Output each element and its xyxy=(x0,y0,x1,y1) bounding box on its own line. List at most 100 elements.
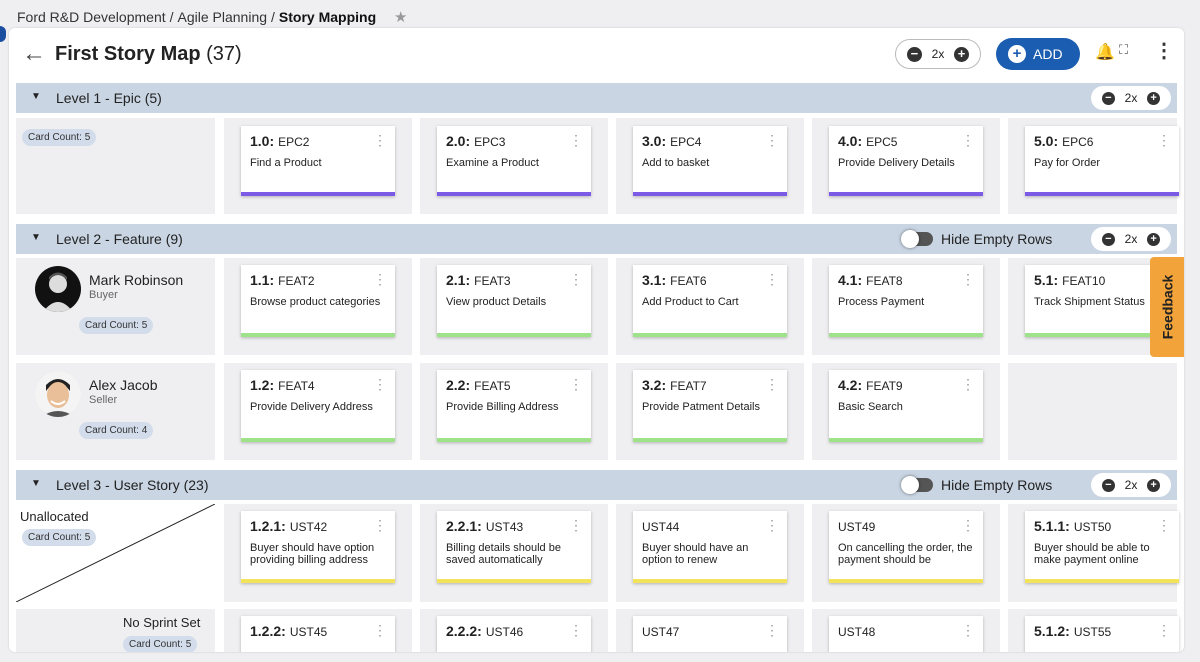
zoom-out-icon[interactable]: − xyxy=(1101,232,1115,246)
collapse-caret-icon[interactable]: ▼ xyxy=(31,478,41,489)
card-menu-icon[interactable]: ⋮ xyxy=(569,376,583,392)
card-number: 2.2.1:UST43 xyxy=(446,518,523,534)
map-count: (37) xyxy=(206,43,242,65)
toggle-switch[interactable] xyxy=(901,476,933,494)
story-map-panel: ← First Story Map (37) − 2x + +ADD 🔔 ⛶ ⋮… xyxy=(9,28,1184,652)
persona-row-alex: Alex Jacob Seller Card Count: 4 xyxy=(16,363,215,460)
story-card[interactable]: UST49⋮On cancelling the order, the payme… xyxy=(829,511,983,583)
back-arrow-icon[interactable]: ← xyxy=(22,40,46,67)
story-card[interactable]: UST48⋮ xyxy=(829,616,983,652)
level3-header[interactable]: ▼ Level 3 - User Story (23) Hide Empty R… xyxy=(16,470,1177,500)
level2-label: Level 2 - Feature (9) xyxy=(56,231,183,247)
card-menu-icon[interactable]: ⋮ xyxy=(961,271,975,287)
card-menu-icon[interactable]: ⋮ xyxy=(373,132,387,148)
collapse-caret-icon[interactable]: ▼ xyxy=(31,232,41,243)
zoom-value: 2x xyxy=(1124,232,1138,246)
card-menu-icon[interactable]: ⋮ xyxy=(1157,132,1171,148)
hide-empty-rows-toggle[interactable]: Hide Empty Rows xyxy=(901,476,1052,494)
card-menu-icon[interactable]: ⋮ xyxy=(961,132,975,148)
card-menu-icon[interactable]: ⋮ xyxy=(569,271,583,287)
zoom-out-icon[interactable]: − xyxy=(1101,91,1115,105)
card-title: Buyer should be able to make payment onl… xyxy=(1034,542,1150,566)
card-menu-icon[interactable]: ⋮ xyxy=(1157,622,1171,638)
story-card[interactable]: 1.0:EPC2⋮Find a Product xyxy=(241,126,395,196)
story-card[interactable]: 2.2.1:UST43⋮Billing details should be sa… xyxy=(437,511,591,583)
star-icon[interactable]: ★ xyxy=(394,9,408,26)
card-menu-icon[interactable]: ⋮ xyxy=(569,132,583,148)
story-card[interactable]: 1.1:FEAT2 ⋮ Browse product categories xyxy=(241,265,395,337)
breadcrumb-org[interactable]: Ford R&D Development xyxy=(17,9,166,25)
add-button[interactable]: +ADD xyxy=(996,38,1080,70)
zoom-out-icon[interactable]: − xyxy=(906,46,922,62)
card-menu-icon[interactable]: ⋮ xyxy=(961,517,975,533)
story-card[interactable]: 5.0:EPC6⋮Pay for Order xyxy=(1025,126,1179,196)
breadcrumb-project[interactable]: Agile Planning xyxy=(177,9,268,25)
story-card[interactable]: UST44⋮Buyer should have an option to ren… xyxy=(633,511,787,583)
story-card[interactable]: 4.2:FEAT9⋮Basic Search xyxy=(829,370,983,442)
card-menu-icon[interactable]: ⋮ xyxy=(765,376,779,392)
fullscreen-icon[interactable]: ⛶ xyxy=(1119,42,1129,57)
card-index: 4.0: xyxy=(838,133,863,149)
zoom-out-icon[interactable]: − xyxy=(1101,478,1115,492)
card-title: Track Shipment Status xyxy=(1034,296,1145,308)
card-number: 2.2:FEAT5 xyxy=(446,377,511,393)
card-title: Process Payment xyxy=(838,296,925,308)
card-menu-icon[interactable]: ⋮ xyxy=(765,271,779,287)
card-id: UST44 xyxy=(642,520,680,534)
card-number: 5.1.2:UST55 xyxy=(1034,623,1111,639)
card-menu-icon[interactable]: ⋮ xyxy=(373,271,387,287)
card-title: On cancelling the order, the payment sho… xyxy=(838,542,973,566)
persona-name: Mark Robinson xyxy=(89,272,184,288)
zoom-in-icon[interactable]: + xyxy=(1147,478,1161,492)
card-color-bar xyxy=(633,438,787,442)
story-card[interactable]: 3.2:FEAT7⋮Provide Patment Details xyxy=(633,370,787,442)
card-title: Pay for Order xyxy=(1034,157,1101,169)
story-card[interactable]: 4.0:EPC5⋮Provide Delivery Details xyxy=(829,126,983,196)
card-menu-icon[interactable]: ⋮ xyxy=(373,517,387,533)
bell-icon[interactable]: 🔔 xyxy=(1095,44,1115,61)
zoom-in-icon[interactable]: + xyxy=(1147,232,1161,246)
card-menu-icon[interactable]: ⋮ xyxy=(961,622,975,638)
more-options-icon[interactable]: ⋮ xyxy=(1154,40,1174,62)
card-menu-icon[interactable]: ⋮ xyxy=(1157,517,1171,533)
story-card[interactable]: UST47⋮ xyxy=(633,616,787,652)
card-menu-icon[interactable]: ⋮ xyxy=(569,517,583,533)
card-menu-icon[interactable]: ⋮ xyxy=(961,376,975,392)
card-menu-icon[interactable]: ⋮ xyxy=(373,376,387,392)
story-card[interactable]: 2.2.2:UST46 ⋮ xyxy=(437,616,591,652)
story-card[interactable]: 2.2:FEAT5⋮Provide Billing Address xyxy=(437,370,591,442)
level1-header[interactable]: ▼ Level 1 - Epic (5) − 2x + xyxy=(16,83,1177,113)
story-card[interactable]: 1.2.2:UST45⋮ xyxy=(241,616,395,652)
card-color-bar xyxy=(241,579,395,583)
card-id: EPC5 xyxy=(866,135,898,149)
card-index: 2.2: xyxy=(446,377,471,393)
story-card[interactable]: 2.1:FEAT3⋮View product Details xyxy=(437,265,591,337)
feedback-tab[interactable]: Feedback xyxy=(1150,257,1184,357)
card-menu-icon[interactable]: ⋮ xyxy=(765,132,779,148)
story-card[interactable]: 3.1:FEAT6⋮Add Product to Cart xyxy=(633,265,787,337)
card-number: 3.2:FEAT7 xyxy=(642,377,707,393)
story-card[interactable]: 5.1.1:UST50⋮Buyer should be able to make… xyxy=(1025,511,1179,583)
toggle-switch[interactable] xyxy=(901,230,933,248)
card-menu-icon[interactable]: ⋮ xyxy=(765,517,779,533)
card-menu-icon[interactable]: ⋮ xyxy=(373,622,387,638)
story-card[interactable]: 4.1:FEAT8⋮Process Payment xyxy=(829,265,983,337)
story-card[interactable]: 2.0:EPC3⋮Examine a Product xyxy=(437,126,591,196)
story-card[interactable]: 1.2:FEAT4⋮Provide Delivery Address xyxy=(241,370,395,442)
card-menu-icon[interactable]: ⋮ xyxy=(765,622,779,638)
card-index: 1.2: xyxy=(250,377,275,393)
level2-header[interactable]: ▼ Level 2 - Feature (9) Hide Empty Rows … xyxy=(16,224,1177,254)
card-number: 2.2.2:UST46 xyxy=(446,623,523,639)
zoom-in-icon[interactable]: + xyxy=(1147,91,1161,105)
card-menu-icon[interactable]: ⋮ xyxy=(569,622,583,638)
card-title: Browse product categories xyxy=(250,296,381,308)
card-number: 1.1:FEAT2 xyxy=(250,272,315,288)
story-card[interactable]: 5.1.2:UST55 ⋮ xyxy=(1025,616,1179,652)
hide-empty-rows-toggle[interactable]: Hide Empty Rows xyxy=(901,230,1052,248)
story-card[interactable]: 3.0:EPC4⋮Add to basket xyxy=(633,126,787,196)
card-number: UST44 xyxy=(642,518,679,534)
story-card[interactable]: 1.2.1:UST42⋮Buyer should have option pro… xyxy=(241,511,395,583)
card-count-badge: Card Count: 5 xyxy=(123,636,198,652)
zoom-in-icon[interactable]: + xyxy=(954,46,970,62)
collapse-caret-icon[interactable]: ▼ xyxy=(31,91,41,102)
